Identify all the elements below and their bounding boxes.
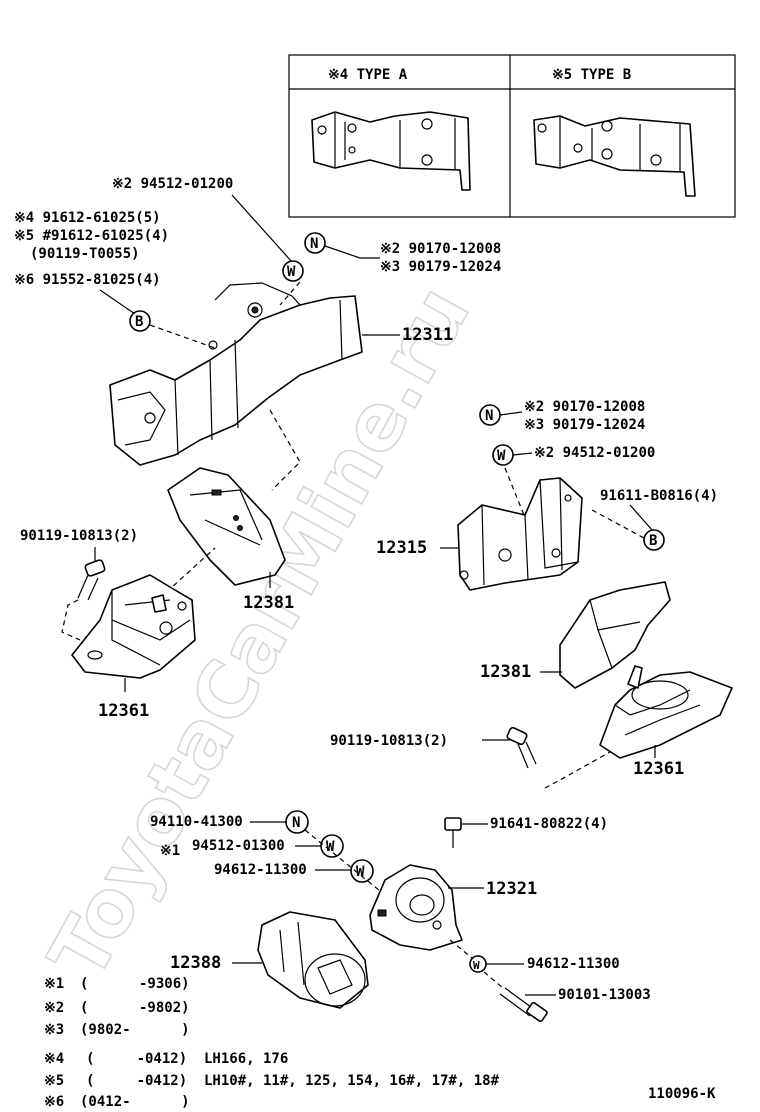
callout-94512-01200-mid: ※2 94512-01200 (534, 445, 655, 461)
callout-91641-80822: 91641-80822(4) (490, 816, 608, 832)
callout-94612-11300-a: 94612-11300 (214, 862, 307, 878)
svg-text:W: W (356, 864, 365, 880)
svg-text:B: B (135, 314, 143, 330)
marker-n-mid: N (479, 404, 501, 426)
svg-text:W: W (497, 448, 506, 464)
mount-12361-left (71, 574, 196, 679)
marker-n-bottom: N (285, 810, 309, 834)
bolt-91641 (444, 817, 462, 848)
callout-90119-t0055: (90119-T0055) (30, 246, 140, 262)
svg-text:N: N (485, 408, 493, 424)
marker-w-small: W (469, 955, 487, 973)
bolt-90119-right (506, 726, 537, 769)
callout-91552-81025: ※6 91552-81025(4) (14, 272, 161, 288)
diagram-id: 110096-K (648, 1086, 716, 1102)
marker-w-top: W (282, 260, 304, 282)
callout-94110-41300: 94110-41300 (150, 814, 243, 830)
bolt-90119-left (77, 559, 106, 601)
bracket-12315 (457, 477, 583, 591)
callout-94512-01200-top: ※2 94512-01200 (112, 176, 233, 192)
note-5-mark: ※5 (44, 1073, 64, 1089)
note-1-text: ( -9306) (80, 976, 190, 992)
callout-12315: 12315 (376, 538, 427, 558)
callout-12381-left: 12381 (243, 593, 294, 613)
callout-12311: 12311 (402, 325, 453, 345)
marker-b-right: B (643, 529, 665, 551)
crossmember-12311 (109, 282, 363, 466)
note-3-text: (9802- ) (80, 1022, 190, 1038)
svg-text:B: B (649, 533, 657, 549)
callout-90101-13003: 90101-13003 (558, 987, 651, 1003)
svg-text:N: N (310, 236, 318, 252)
note-3-mark: ※3 (44, 1022, 64, 1038)
callout-star1: ※1 (160, 843, 180, 859)
svg-text:N: N (292, 815, 300, 831)
callout-90119-10813-left: 90119-10813(2) (20, 528, 138, 544)
callout-12361-left: 12361 (98, 701, 149, 721)
callout-12321: 12321 (486, 879, 537, 899)
mount-12321 (369, 864, 463, 951)
callout-91612-61025-a: ※4 91612-61025(5) (14, 210, 161, 226)
callout-90170-12008-b: ※2 90170-12008 (524, 399, 645, 415)
note-4-text: ( -0412) LH166, 176 (86, 1051, 288, 1067)
note-6-mark: ※6 (44, 1094, 64, 1110)
callout-91611-b0816: 91611-B0816(4) (600, 488, 718, 504)
note-6-text: (0412- ) (80, 1094, 190, 1110)
marker-w-mid: W (492, 444, 514, 466)
type-b-bracket (533, 115, 696, 197)
type-a-label: ※4 TYPE A (328, 67, 408, 83)
callout-94512-01300: 94512-01300 (192, 838, 285, 854)
footnotes: ※1 ( -9306) ※2 ( -9802) ※3 (9802- ) ※4 (… (44, 976, 500, 1110)
callout-91612-61025-b: ※5 #91612-61025(4) (14, 228, 169, 244)
callout-94612-11300-b: 94612-11300 (527, 956, 620, 972)
note-5-text: ( -0412) LH10#, 11#, 125, 154, 16#, 17#,… (86, 1073, 500, 1089)
note-1-mark: ※1 (44, 976, 64, 992)
callout-90170-12008-a: ※2 90170-12008 (380, 241, 501, 257)
type-b-label: ※5 TYPE B (552, 67, 631, 83)
type-a-bracket (311, 111, 471, 191)
marker-w-bottom-2: W (350, 859, 374, 883)
callout-12381-right: 12381 (480, 662, 531, 682)
svg-text:W: W (326, 839, 335, 855)
insulator-12381-right (559, 581, 671, 689)
svg-text:W: W (287, 264, 296, 280)
marker-w-bottom-1: W (320, 834, 344, 858)
callout-12388: 12388 (170, 953, 221, 973)
svg-text:W: W (473, 959, 480, 972)
insulator-12381-left (167, 467, 286, 586)
note-4-mark: ※4 (44, 1051, 64, 1067)
marker-n-top: N (304, 232, 326, 254)
mount-12361-right (599, 665, 733, 759)
type-inset-box: ※4 TYPE A ※5 TYPE B (288, 54, 736, 218)
callout-90179-12024-a: ※3 90179-12024 (380, 259, 501, 275)
note-2-mark: ※2 (44, 1000, 64, 1016)
callout-12361-right: 12361 (633, 759, 684, 779)
bushing-12388 (257, 911, 369, 1009)
marker-b-left: B (129, 310, 151, 332)
callout-90179-12024-b: ※3 90179-12024 (524, 417, 645, 433)
bolt-90101 (499, 987, 548, 1023)
note-2-text: ( -9802) (80, 1000, 190, 1016)
callout-90119-10813-right: 90119-10813(2) (330, 733, 448, 749)
